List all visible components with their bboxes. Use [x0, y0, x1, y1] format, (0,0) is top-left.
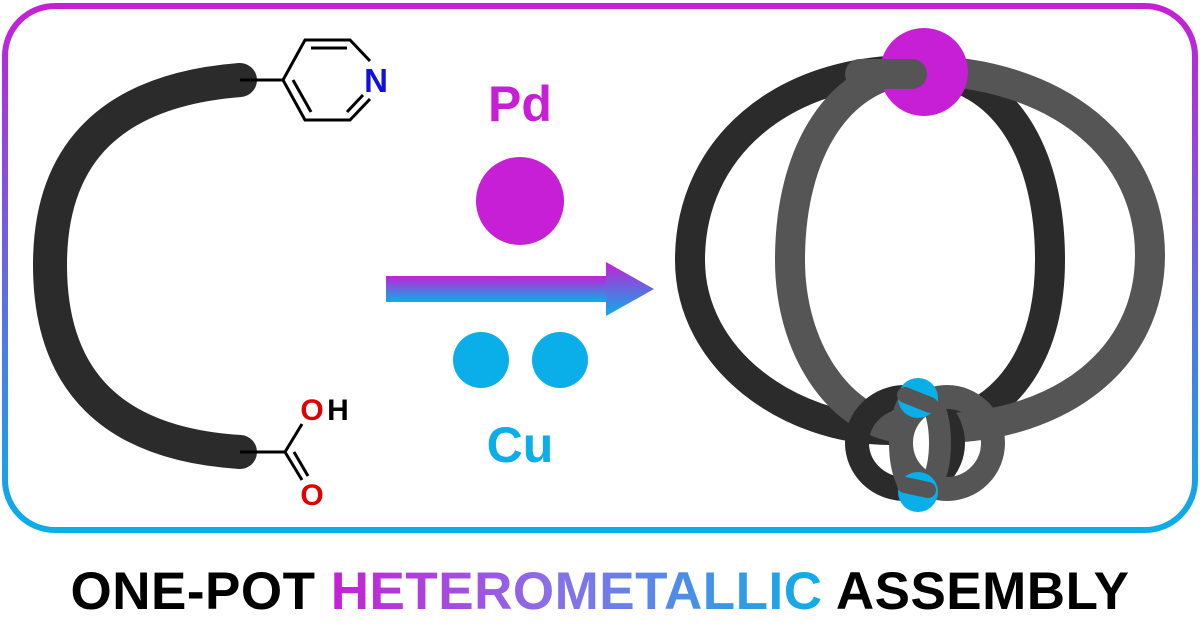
cu-label: Cu — [487, 417, 554, 473]
caption-heterometallic: HETEROMETALLIC — [330, 562, 823, 621]
cu-atom-2 — [532, 332, 588, 388]
ligand-backbone — [32, 63, 257, 469]
gradient-frame — [2, 3, 1198, 533]
carbonyl-oxygen-label: O — [300, 479, 323, 512]
caption-assembly: ASSEMBLY — [835, 562, 1130, 621]
cage-ligand-gray-left — [774, 55, 933, 443]
ligand: N O H O — [32, 38, 388, 512]
caption-one-pot: ONE-POT — [70, 562, 316, 621]
reaction-arrow — [386, 262, 654, 316]
cage-cu-link-bottom — [897, 477, 936, 498]
pd-atom — [476, 157, 564, 245]
carboxyl-group — [240, 423, 310, 481]
cage-assembly — [674, 28, 1166, 512]
hydroxyl-oxygen-label: O — [300, 394, 323, 427]
cage-cu-link-top — [897, 387, 938, 413]
cage-ligand-dark-inner — [903, 55, 1066, 440]
pd-label: Pd — [488, 76, 552, 132]
cage-ligand-dark-outer — [674, 54, 933, 445]
cu-atom-1 — [453, 332, 509, 388]
hydrogen-label: H — [327, 394, 349, 427]
cage-ligand-gray-right — [903, 55, 1166, 443]
caption: ONE-POT HETEROMETALLIC ASSEMBLY — [0, 560, 1200, 630]
nitrogen-label: N — [364, 62, 388, 99]
pyridine-ring — [281, 38, 372, 122]
